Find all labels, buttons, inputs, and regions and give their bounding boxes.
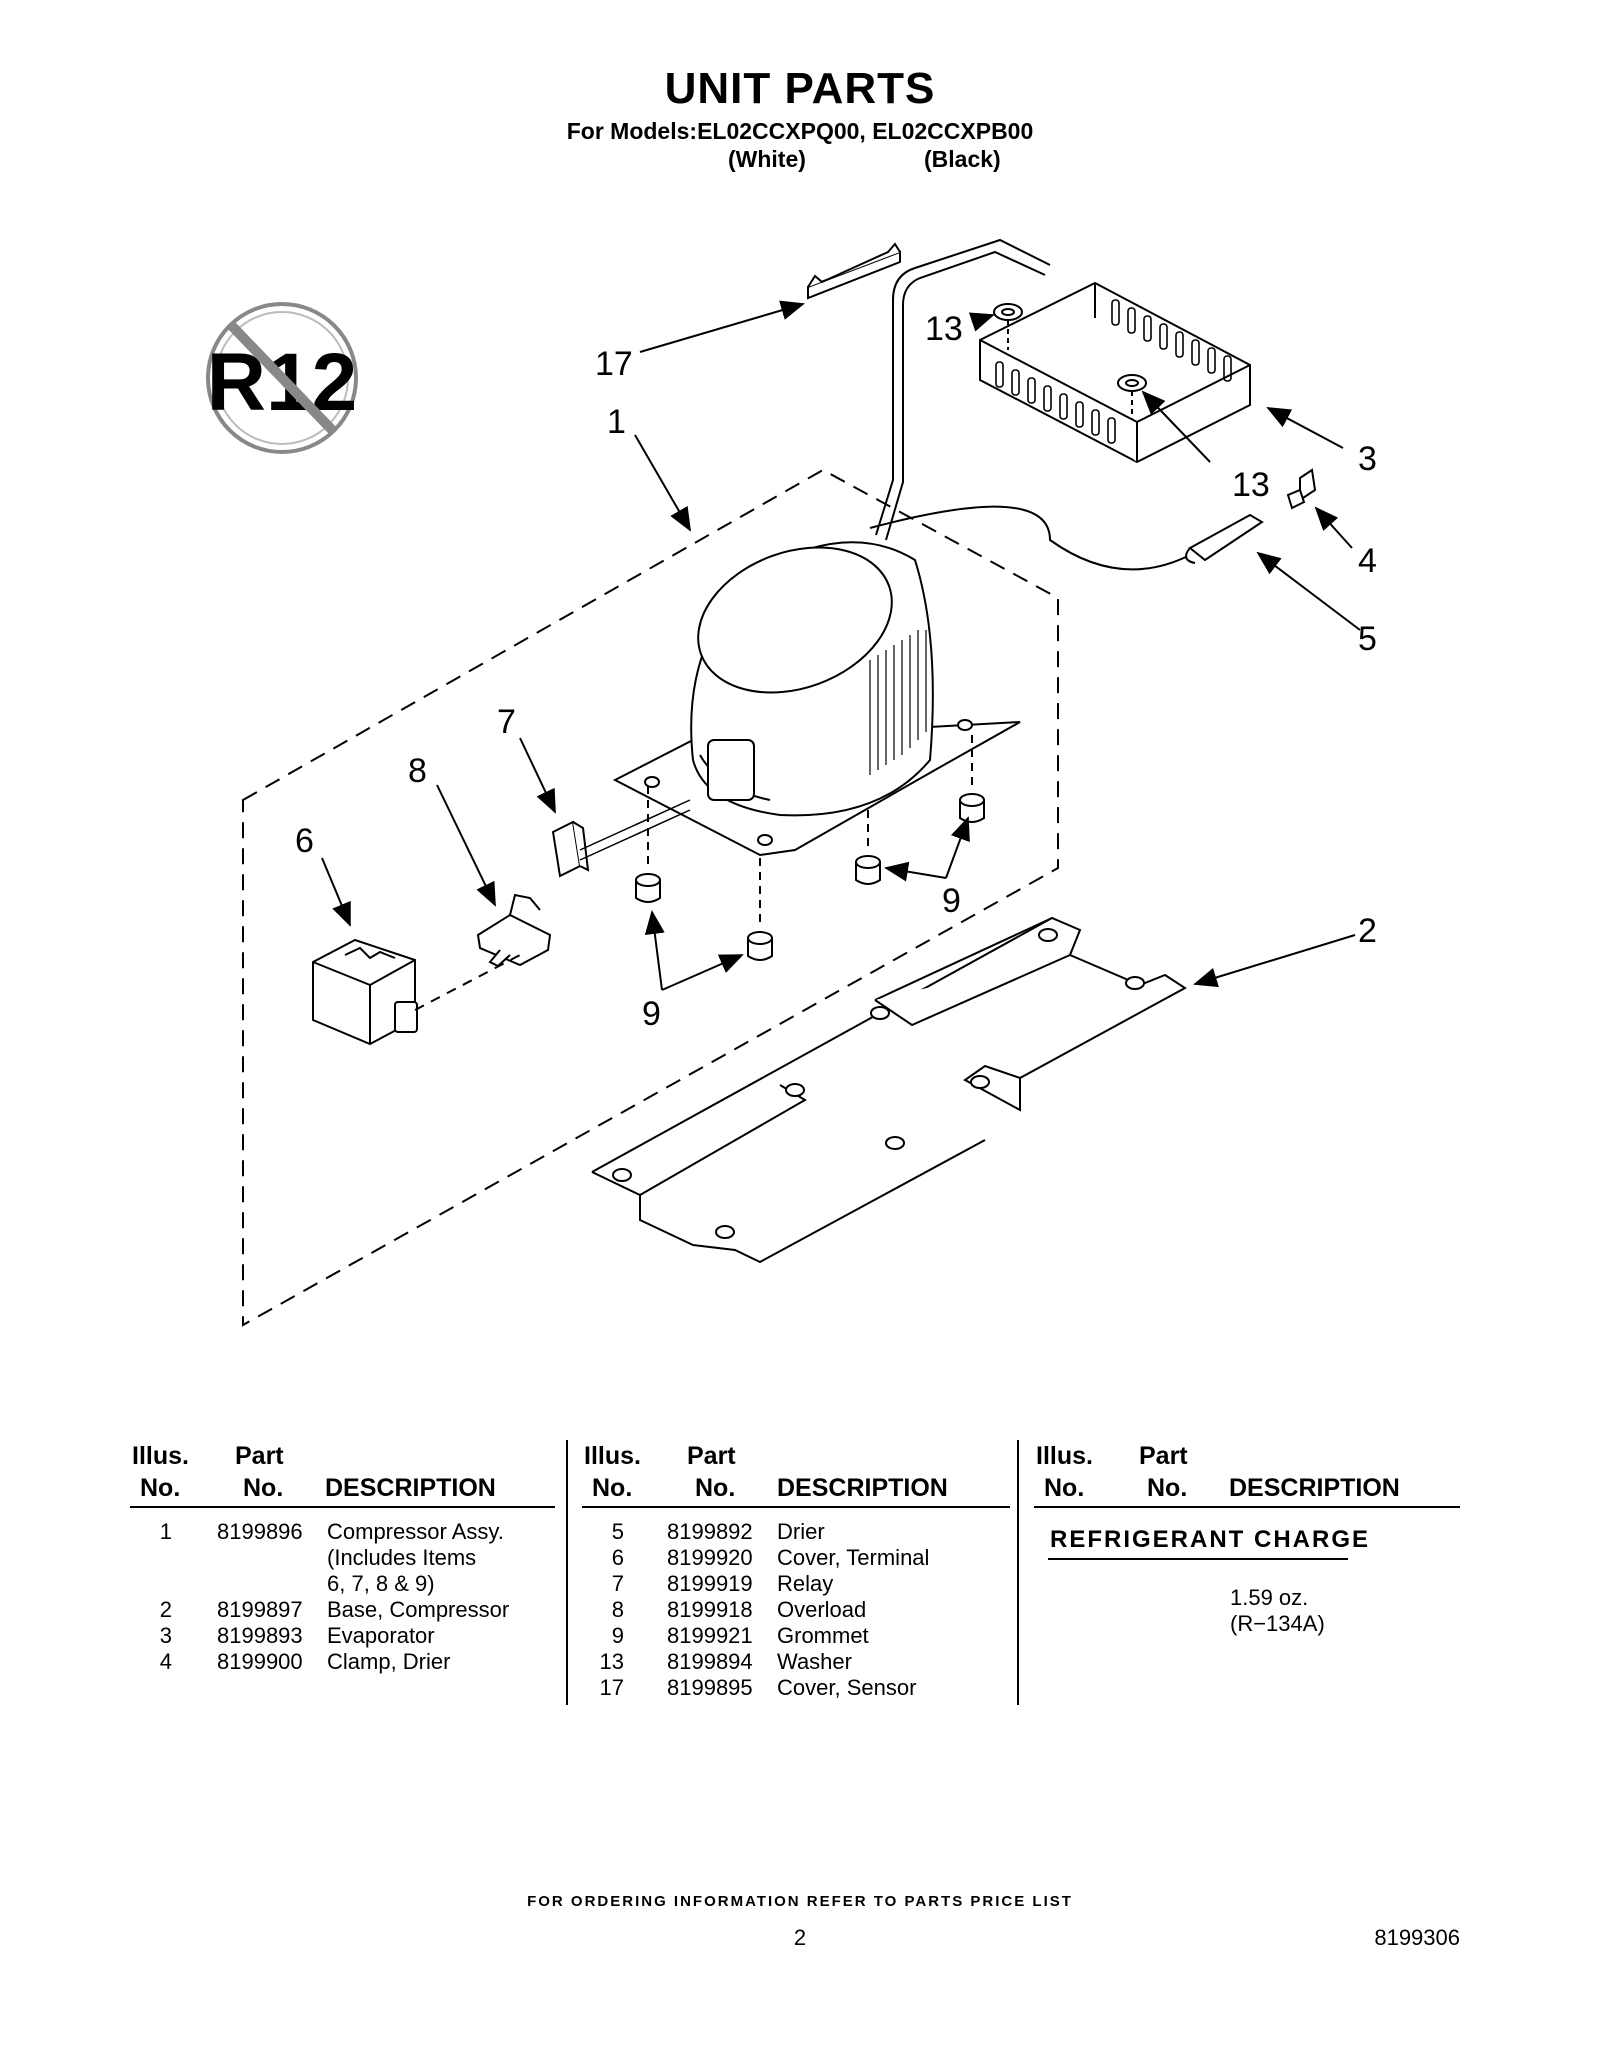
- c2-r2-illus: 6: [611, 1545, 624, 1570]
- ordering-note: FOR ORDERING INFORMATION REFER TO PARTS …: [527, 1893, 1073, 1910]
- c1-r4-desc: Base, Compressor: [327, 1597, 510, 1622]
- hdr-no-1: No.: [140, 1474, 181, 1502]
- c2-r6-illus: 13: [599, 1649, 624, 1674]
- c2-r2-desc: Cover, Terminal: [777, 1545, 930, 1570]
- c2-r4-part: 8199918: [667, 1597, 753, 1622]
- callout-6: 6: [295, 822, 314, 860]
- callout-17: 17: [595, 345, 633, 383]
- color-white: (White): [728, 146, 806, 172]
- refrigerant-amount: 1.59 oz.: [1230, 1585, 1309, 1610]
- hdr-no-3: No.: [1044, 1474, 1085, 1502]
- compressor-ribs: [869, 630, 927, 775]
- c2-r4-desc: Overload: [777, 1597, 867, 1622]
- washer-parts: [993, 303, 1147, 420]
- c2-r2-part: 8199920: [667, 1545, 753, 1570]
- callout-9-right: 9: [942, 882, 961, 920]
- compressor-mount-holes: [644, 719, 973, 846]
- drier-clamp-part: [1286, 468, 1317, 510]
- hdr-partno-1: No.: [243, 1474, 284, 1502]
- c1-r5-illus: 3: [159, 1623, 172, 1648]
- base-holes: [612, 928, 1145, 1239]
- hdr-desc-2: DESCRIPTION: [777, 1474, 948, 1502]
- c1-r3-desc: 6, 7, 8 & 9): [327, 1571, 435, 1596]
- compressor-assembly-boundary: [242, 468, 1059, 1327]
- c1-r4-illus: 2: [159, 1597, 172, 1622]
- refrigerant-type: (R−134A): [1230, 1611, 1325, 1636]
- relay-part: [551, 799, 691, 878]
- document-number: 8199306: [1374, 1925, 1460, 1950]
- c1-r1-illus: 1: [159, 1519, 172, 1544]
- callout-7: 7: [497, 703, 516, 741]
- hdr-desc-1: DESCRIPTION: [325, 1474, 496, 1502]
- c1-r1-desc: Compressor Assy.: [327, 1519, 504, 1544]
- callout-9-left: 9: [642, 995, 661, 1033]
- callout-2: 2: [1358, 912, 1377, 950]
- refrigerant-tubing: [869, 238, 1191, 571]
- c1-r6-part: 8199900: [217, 1649, 303, 1674]
- c2-r1-desc: Drier: [777, 1519, 825, 1544]
- callout-arrows: [321, 300, 1361, 991]
- c2-r6-desc: Washer: [777, 1649, 852, 1674]
- c2-r1-part: 8199892: [667, 1519, 753, 1544]
- page-number: 2: [793, 1925, 807, 1950]
- c1-r5-part: 8199893: [217, 1623, 303, 1648]
- c1-r4-part: 8199897: [217, 1597, 303, 1622]
- callout-1: 1: [607, 403, 626, 441]
- evaporator-vents: [995, 299, 1232, 444]
- drier-part: [1185, 513, 1264, 564]
- callout-13-top: 13: [925, 310, 963, 348]
- exploded-parts-diagram: R12: [206, 238, 1377, 1327]
- hdr-part-3: Part: [1139, 1442, 1188, 1470]
- overload-part: [476, 893, 552, 968]
- c2-r7-illus: 17: [599, 1675, 624, 1700]
- callout-13-bottom: 13: [1232, 466, 1270, 504]
- hdr-illus-1: Illus.: [132, 1442, 189, 1470]
- c2-r1-illus: 5: [611, 1519, 624, 1544]
- hdr-illus-3: Illus.: [1036, 1442, 1093, 1470]
- c2-r3-illus: 7: [611, 1571, 624, 1596]
- c1-r1-part: 8199896: [217, 1519, 303, 1544]
- c2-r3-part: 8199919: [667, 1571, 753, 1596]
- models-line: For Models:EL02CCXPQ00, EL02CCXPB00: [566, 118, 1034, 144]
- c1-r5-desc: Evaporator: [327, 1623, 435, 1648]
- c1-r6-desc: Clamp, Drier: [327, 1649, 451, 1674]
- callout-5: 5: [1358, 620, 1377, 658]
- hdr-no-2: No.: [592, 1474, 633, 1502]
- compressor-part: [612, 541, 1021, 857]
- sensor-cover-part: [807, 242, 901, 300]
- color-black: (Black): [924, 146, 1001, 172]
- page-title: UNIT PARTS: [664, 64, 936, 113]
- hdr-illus-2: Illus.: [584, 1442, 641, 1470]
- callout-8: 8: [408, 752, 427, 790]
- hdr-partno-2: No.: [695, 1474, 736, 1502]
- c2-r3-desc: Relay: [777, 1571, 834, 1596]
- hdr-part-1: Part: [235, 1442, 284, 1470]
- no-r12-badge: R12: [206, 302, 358, 454]
- c2-r7-desc: Cover, Sensor: [777, 1675, 917, 1700]
- c2-r4-illus: 8: [611, 1597, 624, 1622]
- terminal-cover-part: [312, 938, 521, 1046]
- c2-r6-part: 8199894: [667, 1649, 753, 1674]
- hdr-part-2: Part: [687, 1442, 736, 1470]
- base-part: [591, 916, 1187, 1264]
- c2-r5-part: 8199921: [667, 1623, 753, 1648]
- c2-r7-part: 8199895: [667, 1675, 753, 1700]
- c2-r5-desc: Grommet: [777, 1623, 869, 1648]
- callout-4: 4: [1358, 542, 1377, 580]
- hdr-partno-3: No.: [1147, 1474, 1188, 1502]
- c1-r6-illus: 4: [159, 1649, 172, 1674]
- c2-r5-illus: 9: [611, 1623, 624, 1648]
- refrigerant-charge-title: REFRIGERANT CHARGE: [1050, 1526, 1371, 1553]
- hdr-desc-3: DESCRIPTION: [1229, 1474, 1400, 1502]
- c1-r2-desc: (Includes Items: [327, 1545, 477, 1570]
- callout-3: 3: [1358, 440, 1377, 478]
